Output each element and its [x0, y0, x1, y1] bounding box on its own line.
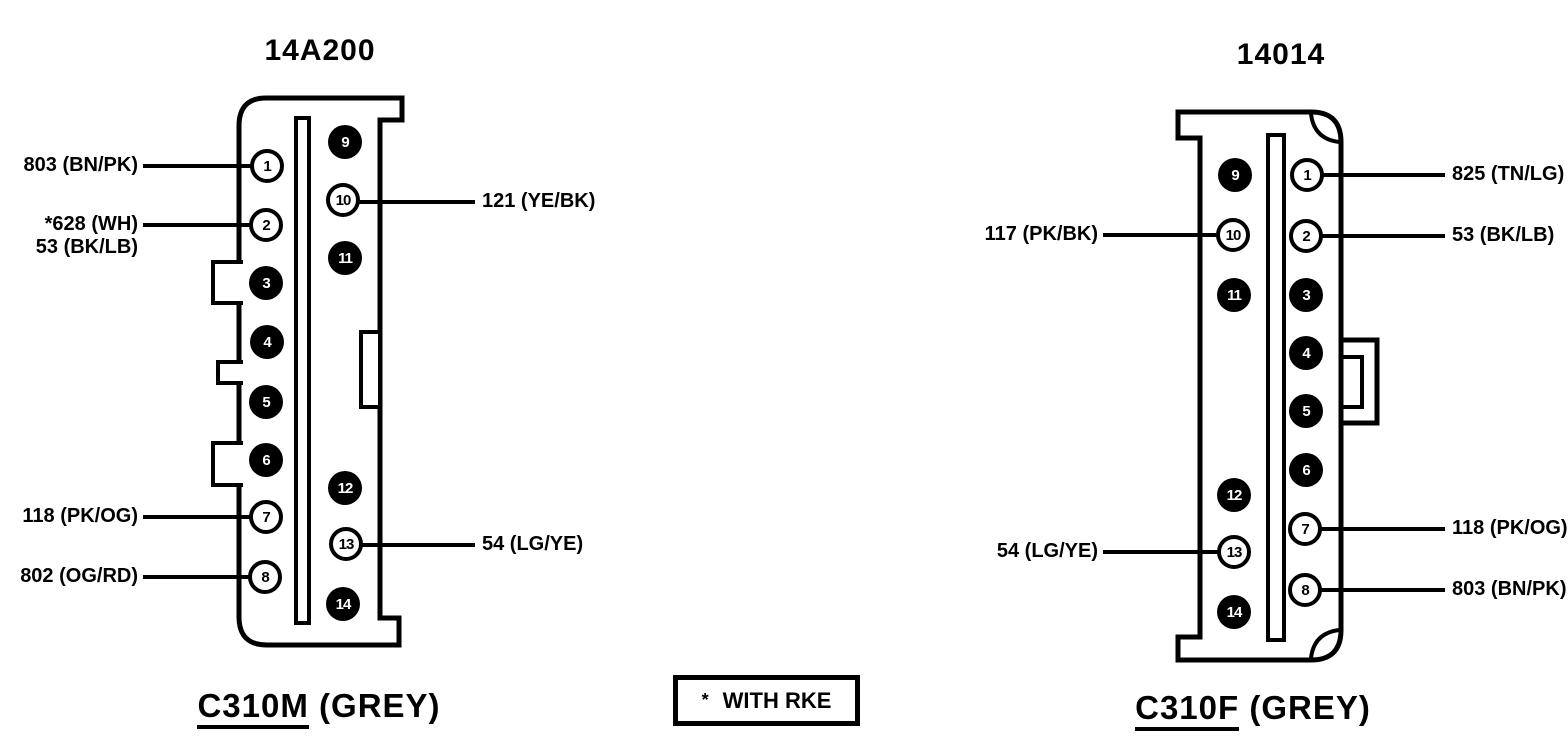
connector-name-underlined: C310F — [1135, 689, 1240, 731]
leader-line-pin-10 — [359, 200, 475, 204]
pin-6: 6 — [249, 443, 283, 477]
wire-label-pin-2: *628 (WH) 53 (BK/LB) — [35, 213, 138, 258]
wire-label-pin-10: 117 (PK/BK) — [984, 223, 1098, 245]
leader-line-pin-10 — [1103, 233, 1217, 237]
leader-line-pin-2 — [1322, 234, 1445, 238]
pin-8: 8 — [248, 560, 282, 594]
c310m-side-tab-top — [211, 260, 243, 305]
pin-10: 10 — [326, 183, 360, 217]
pin-7: 7 — [1288, 512, 1322, 546]
pin-4: 4 — [250, 325, 284, 359]
connector-name-c310f: C310F (GREY) — [1043, 689, 1463, 731]
footnote-box: * WITH RKE — [673, 675, 860, 726]
pin-9: 9 — [328, 125, 362, 159]
wire-label-pin-10: 121 (YE/BK) — [482, 190, 596, 212]
pin-7: 7 — [249, 500, 283, 534]
leader-line-pin-1 — [143, 164, 251, 168]
connector-name-underlined: C310M — [197, 687, 309, 729]
pin-3: 3 — [249, 266, 283, 300]
wire-label-pin-7: 118 (PK/OG) — [1452, 517, 1568, 539]
leader-line-pin-7 — [1321, 527, 1445, 531]
wire-label-pin-7: 118 (PK/OG) — [22, 505, 138, 527]
pin-5: 5 — [1289, 394, 1323, 428]
pin-11: 11 — [1217, 278, 1251, 312]
pin-2: 2 — [1289, 219, 1323, 253]
leader-line-pin-13 — [1103, 550, 1218, 554]
pin-11: 11 — [328, 241, 362, 275]
part-number-c310f: 14014 — [1236, 38, 1326, 71]
leader-line-pin-2 — [143, 223, 250, 227]
c310m-key-slot — [294, 116, 311, 625]
pin-10: 10 — [1216, 218, 1250, 252]
pin-4: 4 — [1289, 336, 1323, 370]
c310f-key-slot — [1266, 133, 1286, 642]
pin-14: 14 — [326, 587, 360, 621]
c310f-latch-inner — [1341, 355, 1364, 409]
pin-1: 1 — [1290, 158, 1324, 192]
wire-label-pin-13: 54 (LG/YE) — [482, 533, 584, 555]
pin-14: 14 — [1217, 595, 1251, 629]
wire-label-pin-2: 53 (BK/LB) — [1452, 224, 1555, 246]
c310m-side-tab-middle — [216, 360, 243, 385]
wire-label-pin-8: 802 (OG/RD) — [20, 565, 138, 587]
leader-line-pin-13 — [362, 543, 475, 547]
connector-name-suffix — [1239, 689, 1249, 726]
pin-13: 13 — [329, 527, 363, 561]
footnote-asterisk: * — [701, 690, 709, 710]
c310f-corner-seam-bottom — [1309, 628, 1340, 659]
pin-2: 2 — [249, 208, 283, 242]
c310f-corner-seam-top — [1309, 113, 1340, 144]
pin-8: 8 — [1288, 573, 1322, 607]
leader-line-pin-8 — [1321, 588, 1445, 592]
wire-label-pin-1: 803 (BN/PK) — [23, 154, 138, 176]
wire-label-pin-13: 54 (LG/YE) — [996, 540, 1098, 562]
wire-label-pin-8: 803 (BN/PK) — [1452, 578, 1567, 600]
leader-line-pin-1 — [1323, 173, 1445, 177]
pin-1: 1 — [250, 149, 284, 183]
leader-line-pin-8 — [143, 575, 249, 579]
connector-color-label: (GREY) — [1249, 689, 1371, 726]
connector-name-c310m: C310M (GREY) — [109, 687, 529, 729]
pin-9: 9 — [1218, 158, 1252, 192]
pin-13: 13 — [1217, 535, 1251, 569]
wire-label-pin-1: 825 (TN/LG) — [1452, 163, 1565, 185]
connector-color-label: (GREY) — [319, 687, 441, 724]
pin-3: 3 — [1289, 278, 1323, 312]
leader-line-pin-7 — [143, 515, 250, 519]
pin-12: 12 — [328, 471, 362, 505]
pin-12: 12 — [1217, 478, 1251, 512]
pin-6: 6 — [1289, 453, 1323, 487]
c310m-latch-window — [359, 330, 378, 409]
part-number-c310m: 14A200 — [264, 34, 376, 67]
footnote-text: WITH RKE — [722, 687, 832, 713]
connector-name-suffix — [309, 687, 319, 724]
c310m-side-tab-bottom — [211, 441, 243, 487]
pin-5: 5 — [249, 385, 283, 419]
